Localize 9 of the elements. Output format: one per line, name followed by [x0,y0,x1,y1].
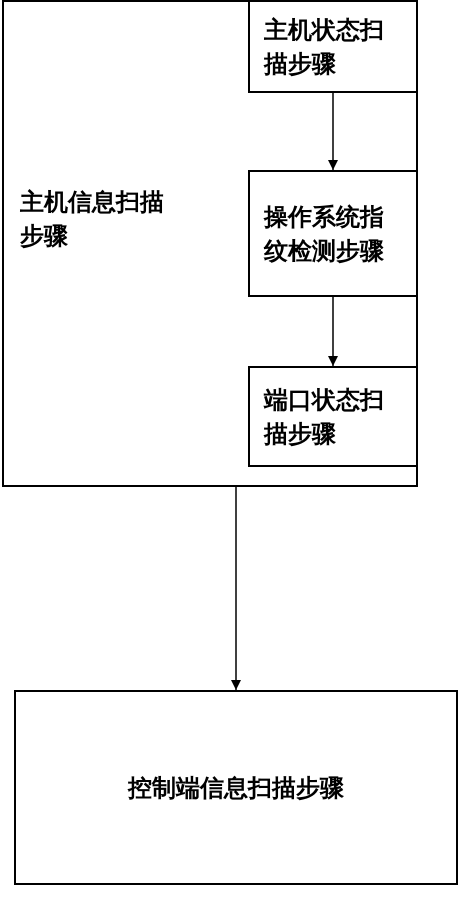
arrow [231,487,241,690]
arrow [328,297,338,366]
arrow [328,93,338,170]
process-box: 端口状态扫描步骤 [248,366,418,467]
process-box: 主机状态扫描步骤 [248,0,418,93]
group-title: 主机信息扫描步骤 [20,187,165,252]
process-box: 操作系统指纹检测步骤 [248,170,418,297]
process-box: 控制端信息扫描步骤 [14,690,458,885]
group-box [2,0,418,487]
